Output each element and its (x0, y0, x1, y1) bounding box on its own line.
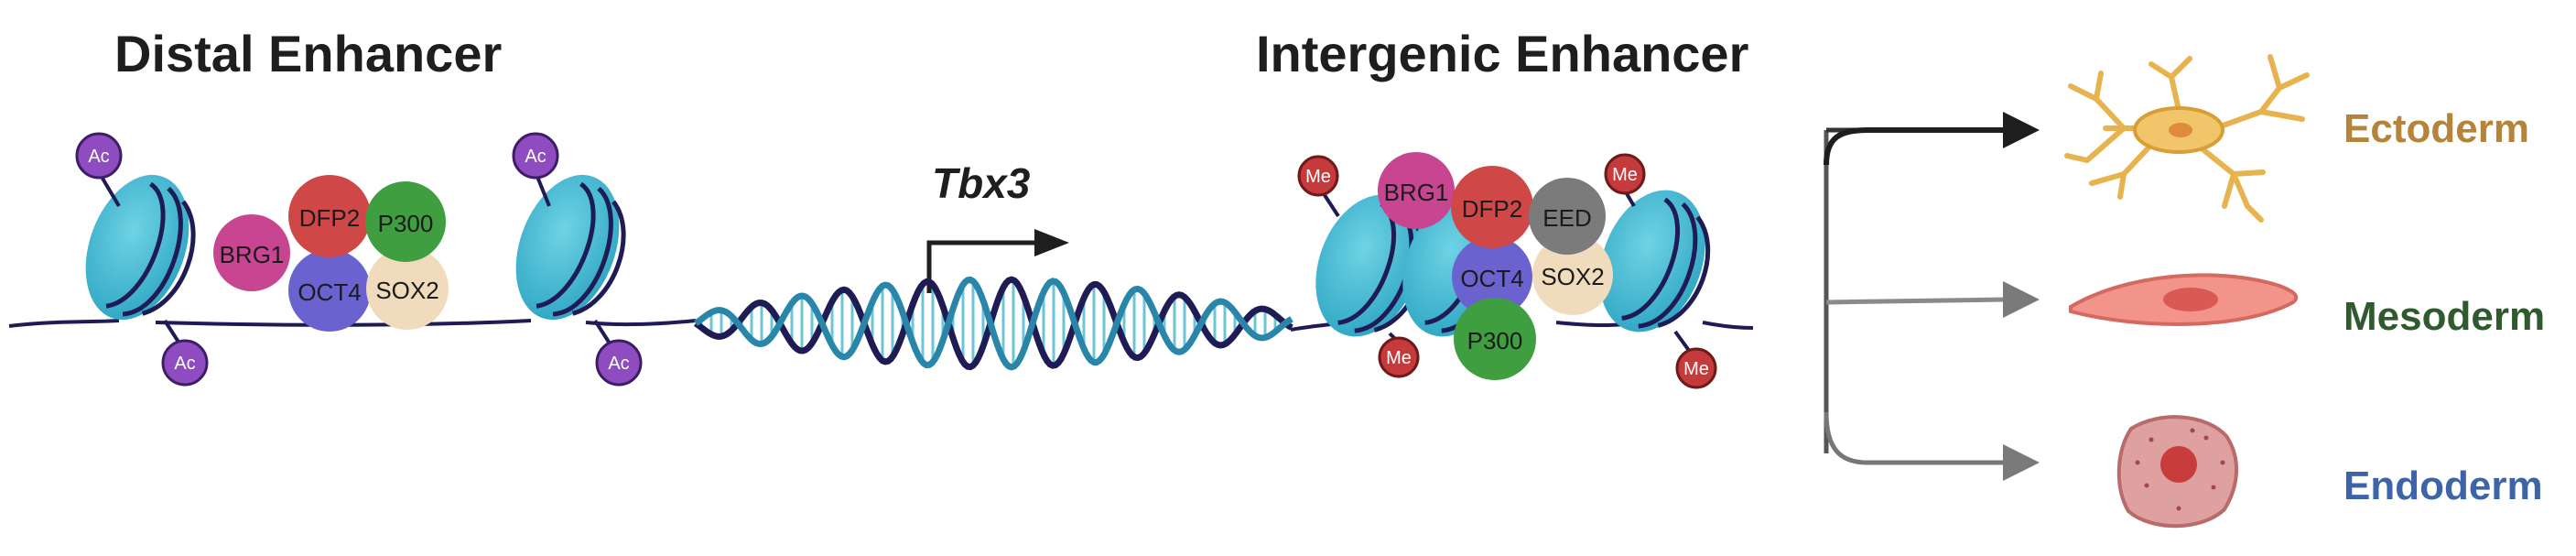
protein-brg1: BRG1 (1378, 152, 1455, 229)
svg-text:BRG1: BRG1 (1384, 179, 1449, 206)
protein-eed: EED (1529, 178, 1606, 255)
svg-text:DFP2: DFP2 (299, 204, 360, 232)
protein-sox2: SOX2 (366, 247, 449, 330)
svg-text:P300: P300 (378, 210, 434, 237)
muscle-cell-nucleus (2163, 288, 2218, 311)
acetyl-mark: Ac (512, 132, 559, 207)
methyl-mark: Me (1604, 153, 1646, 208)
acetyl-mark: Ac (161, 319, 209, 387)
acetyl-mark: Ac (593, 319, 643, 387)
methyl-mark: Me (1378, 332, 1420, 378)
svg-text:SOX2: SOX2 (1541, 263, 1604, 290)
epithelial-cell-granules (2135, 428, 2225, 511)
svg-text:SOX2: SOX2 (375, 277, 438, 304)
svg-text:Me: Me (1683, 359, 1709, 379)
gene-label: Tbx3 (932, 159, 1031, 207)
fate-label-endoderm: Endoderm (2343, 463, 2543, 508)
acetyl-mark-label: Ac (174, 354, 195, 374)
nucleosome (1599, 190, 1711, 333)
svg-text:OCT4: OCT4 (1460, 265, 1523, 292)
protein-oct4: OCT4 (288, 249, 371, 332)
nucleosome (85, 174, 196, 321)
protein-sox2: SOX2 (1532, 234, 1613, 315)
transcription-start-arrow (926, 240, 1034, 293)
svg-text:P300: P300 (1467, 327, 1523, 354)
protein-dfp2: DFP2 (288, 175, 371, 257)
methyl-mark: Me (1297, 155, 1340, 218)
distal-enhancer-title: Distal Enhancer (114, 25, 502, 82)
protein-brg1: BRG1 (213, 214, 290, 291)
nucleosome (515, 174, 626, 321)
svg-text:Me: Me (1612, 165, 1638, 185)
methyl-mark: Me (1673, 330, 1717, 389)
acetyl-mark-label: Ac (525, 147, 546, 167)
fate-arrows (1824, 112, 2040, 481)
fate-label-ectoderm: Ectoderm (2343, 106, 2529, 151)
svg-text:Me: Me (1305, 167, 1331, 187)
fate-label-mesoderm: Mesoderm (2343, 294, 2545, 339)
svg-text:OCT4: OCT4 (298, 278, 361, 306)
svg-text:BRG1: BRG1 (220, 241, 285, 268)
intergenic-enhancer-title: Intergenic Enhancer (1256, 25, 1748, 82)
protein-p300: P300 (365, 181, 446, 262)
distal-enhancer-chromatin: Ac Ac Ac Ac BRG1 OCT4 SOX2 (8, 132, 697, 387)
protein-oct4: OCT4 (1452, 236, 1532, 317)
acetyl-mark-label: Ac (608, 354, 629, 374)
protein-p300: P300 (1454, 298, 1536, 380)
svg-text:Me: Me (1386, 348, 1412, 368)
svg-text:EED: EED (1542, 204, 1591, 232)
neuron-nucleus (2169, 123, 2192, 137)
acetyl-mark-label: Ac (88, 147, 109, 167)
intergenic-enhancer-chromatin: Me Me Me Me BRG1 OCT4 P300 (1290, 152, 1754, 389)
svg-text:DFP2: DFP2 (1462, 195, 1522, 223)
transcription-arrow-head (1034, 229, 1069, 256)
acetyl-mark: Ac (75, 132, 123, 208)
epithelial-cell-nucleus (2160, 446, 2197, 483)
protein-dfp2: DFP2 (1451, 166, 1533, 248)
dna-double-helix (693, 276, 1293, 371)
